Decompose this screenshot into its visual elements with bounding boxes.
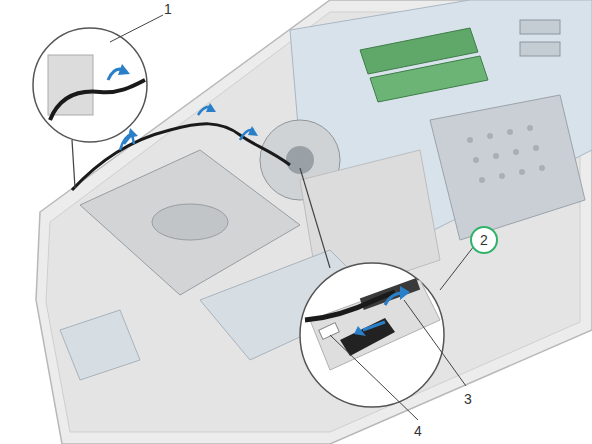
callout-number: 2 [480, 233, 488, 247]
callout-circle: 2 [470, 226, 498, 254]
callout-number: 1 [164, 2, 172, 16]
callout-number: 4 [414, 424, 422, 438]
callout-number: 3 [464, 392, 472, 406]
